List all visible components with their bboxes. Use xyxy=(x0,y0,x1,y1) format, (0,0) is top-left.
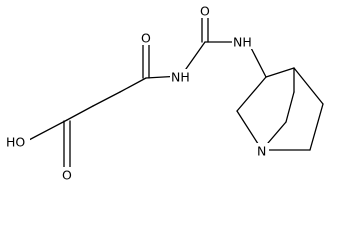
bond-ring-c11-c12 xyxy=(309,103,324,151)
atom-o-amide-label: O xyxy=(141,31,151,46)
atom-o-acid-label: O xyxy=(62,168,72,183)
atom-o-acid: O xyxy=(60,167,74,183)
atom-nh-imide: NH xyxy=(170,69,194,85)
bond-ring-c6-c7 xyxy=(236,76,267,112)
bond-c3-c4 xyxy=(119,77,147,93)
atom-ho: HO xyxy=(6,134,30,150)
atom-n-ring: N xyxy=(256,143,269,159)
atom-o-urea: O xyxy=(198,3,212,19)
bond-c2-c3 xyxy=(92,91,121,107)
atom-nh-urea-label: NH xyxy=(233,35,252,50)
atom-labels: HO O O NH O NH N xyxy=(6,3,269,183)
atom-nh-imide-label: NH xyxy=(171,70,190,85)
bond-ring-c8-c9 xyxy=(285,91,295,123)
molecule-structure: HO O O NH O NH N xyxy=(6,3,324,183)
atom-o-urea-label: O xyxy=(200,4,210,19)
atom-n-ring-label: N xyxy=(257,144,266,159)
bond-ring-c10-c11 xyxy=(293,67,324,105)
atom-ho-label: HO xyxy=(6,135,25,150)
bond-ho-c xyxy=(26,119,68,142)
bond-c1-c2 xyxy=(66,105,94,121)
bonds xyxy=(26,12,324,169)
atom-nh-urea: NH xyxy=(232,34,256,50)
bond-ring-c6-c10 xyxy=(265,67,295,78)
atom-o-amide: O xyxy=(139,30,153,46)
